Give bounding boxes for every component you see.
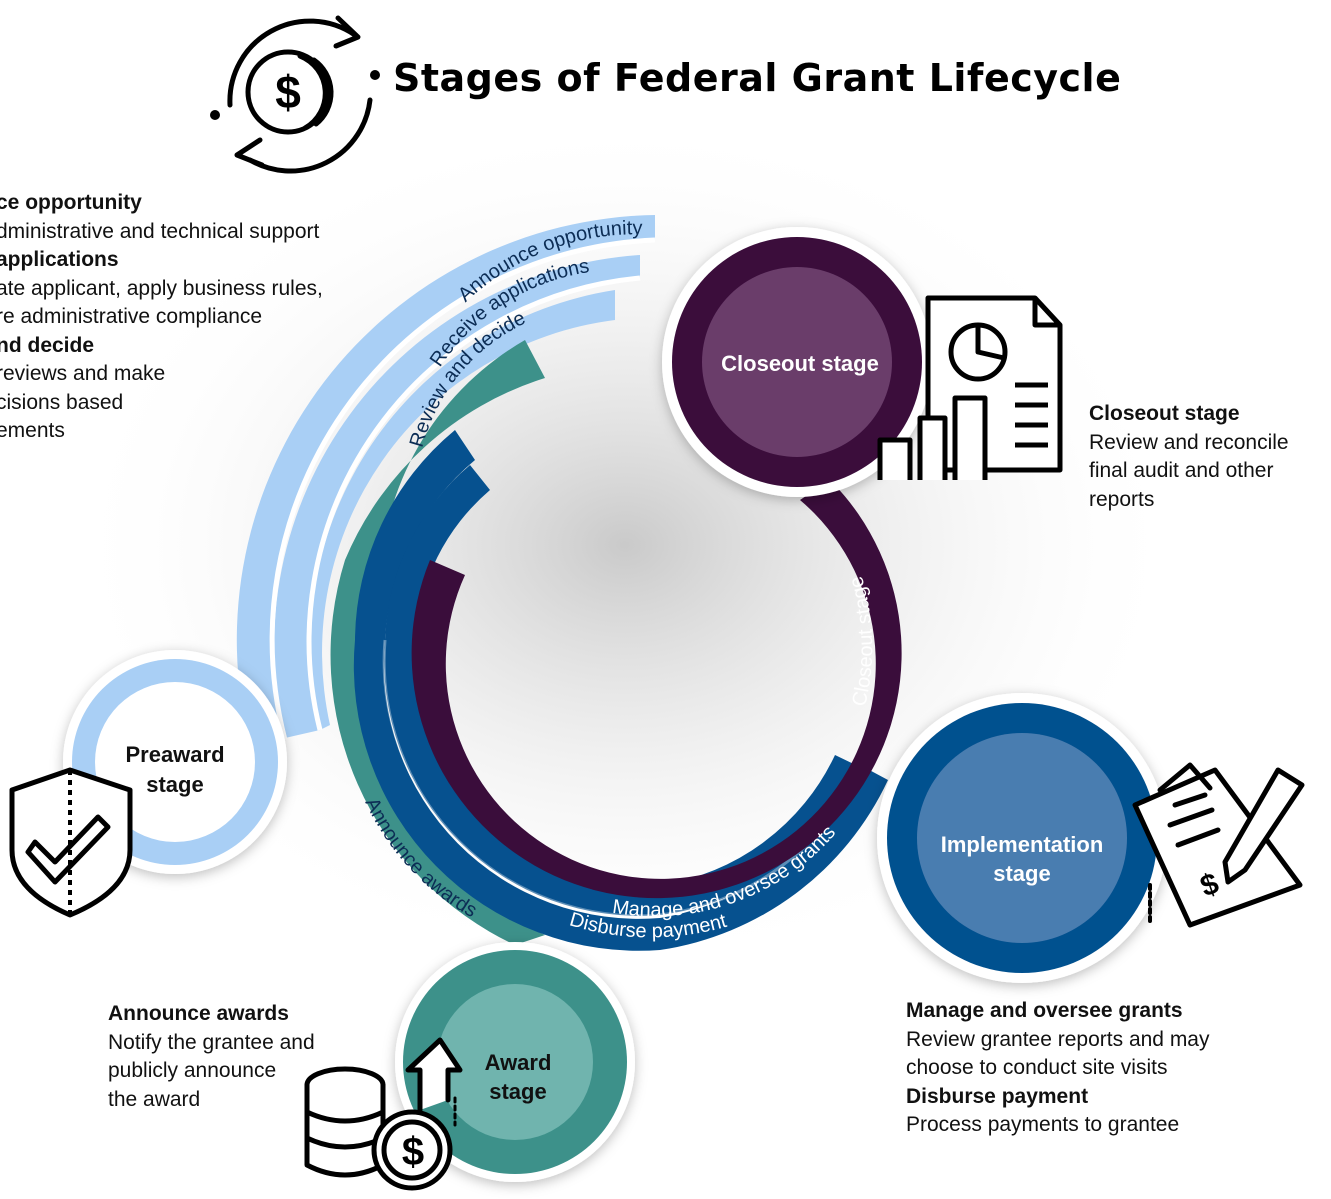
implementation-notes: Manage and oversee grants Review grantee… [906,997,1210,1140]
note-review-and-decide-body-3: ements [0,419,65,442]
note-manage-body-2: choose to conduct site visits [906,1056,1168,1079]
closeout-notes: Closeout stage Review and reconcile fina… [1089,400,1289,514]
note-disburse-heading: Disburse payment [906,1084,1089,1108]
note-review-and-decide-heading: nd decide [0,333,95,357]
note-manage-heading: Manage and oversee grants [906,999,1183,1022]
note-announce-awards-body-2: publicly announce [108,1059,277,1082]
note-announce-opportunity-heading: ce opportunity [0,191,142,214]
money-cycle-icon: $ [210,15,380,174]
note-announce-awards-body-3: the award [108,1087,201,1111]
arc-disburse-payment [353,430,889,951]
svg-text:$: $ [275,66,301,118]
note-disburse-body: Process payments to grantee [906,1113,1180,1136]
note-closeout-body-3: reports [1089,487,1155,511]
implementation-stage-node [877,693,1167,983]
arc-closeout [411,480,902,899]
note-review-and-decide-body-1: reviews and make [0,362,166,385]
note-receive-applications-body-1: ate applicant, apply business rules, [0,276,323,300]
note-receive-applications-heading: applications [0,248,119,271]
arc-announce-awards [330,340,545,945]
note-announce-awards-heading: Announce awards [108,1002,289,1025]
note-closeout-body-2: final audit and other [1089,459,1274,482]
note-review-and-decide-body-2: cisions based [0,390,124,414]
note-announce-opportunity-body: dministrative and technical support [0,219,320,243]
note-receive-applications-body-2: re administrative compliance [0,305,263,328]
note-closeout-body-1: Review and reconcile [1089,430,1289,454]
preaward-notes: ce opportunity dministrative and technic… [0,189,323,446]
closeout-stage-label: Closeout stage [721,351,879,376]
closeout-stage-node [662,227,932,497]
ring-separator [306,275,641,731]
note-closeout-heading: Closeout stage [1089,402,1240,425]
coins-up-icon: $ [304,1037,463,1191]
page-title: Stages of Federal Grant Lifecycle [393,56,1122,100]
note-manage-body-1: Review grantee reports and may [906,1027,1210,1051]
arc-manage-and-oversee [384,465,862,916]
svg-text:$: $ [402,1130,424,1174]
note-announce-awards-body-1: Notify the grantee and [108,1030,315,1054]
shield-check-icon [9,767,133,918]
clipboard-pen-icon: $ [1132,762,1305,928]
ring-separator [269,237,656,741]
award-notes: Announce awards Notify the grantee and p… [108,1000,315,1114]
ring-separator [382,639,864,918]
arc-review-and-decide [310,290,615,730]
report-chart-icon [877,295,1063,480]
